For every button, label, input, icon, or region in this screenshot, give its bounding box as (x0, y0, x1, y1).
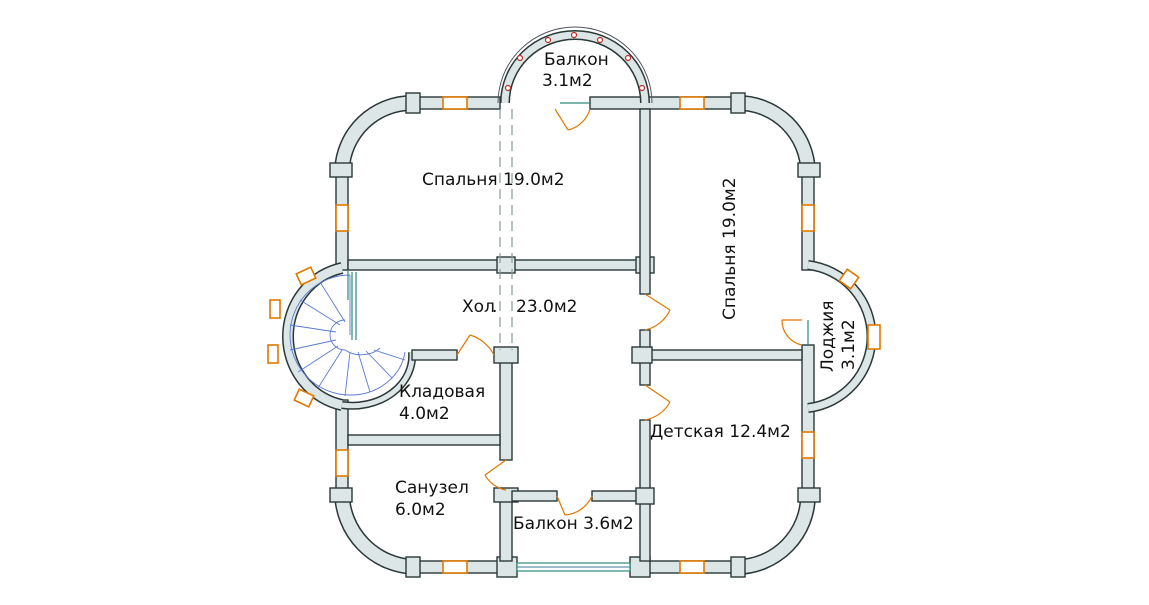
label-bathroom-name: Санузел (395, 478, 469, 498)
railing-post (624, 54, 632, 62)
window (679, 96, 705, 110)
pier (405, 556, 421, 578)
window (335, 449, 349, 477)
label-bedroom-e: Спальня 19.0м2 (720, 177, 740, 320)
wall-west-lower (335, 399, 349, 496)
railing-post (570, 31, 578, 39)
pier (797, 487, 821, 503)
pier (329, 162, 353, 178)
label-loggia-area: 3.1м2 (839, 319, 859, 370)
label-balcony-top-name: Балкон (544, 50, 609, 70)
spiral-stair (289, 274, 406, 397)
pier (405, 92, 421, 114)
pier (329, 487, 353, 503)
label-balcony-bottom: Балкон 3.6м2 (513, 514, 634, 534)
door-loggia (781, 319, 803, 346)
railing-post (638, 84, 646, 92)
pier (730, 556, 746, 578)
wall-storage-bottom (347, 434, 501, 446)
window (801, 204, 815, 232)
interior-walls (347, 108, 803, 562)
label-hall-area: 23.0м2 (516, 297, 578, 317)
railing-post (544, 36, 552, 44)
railing-post (516, 54, 524, 62)
dashed-lines (499, 109, 513, 350)
wall-bedroom-hall (347, 259, 641, 271)
railing-post (504, 84, 512, 92)
label-bedroom-nw: Спальня 19.0м2 (422, 170, 565, 190)
door-bedroom-e (644, 293, 671, 331)
pier (730, 92, 746, 114)
label-hall-name: Хол (462, 297, 495, 317)
doors (347, 108, 803, 516)
door-storage (456, 334, 495, 356)
label-bathroom-area: 6.0м2 (395, 500, 446, 520)
loggia-east (807, 260, 881, 413)
balcony-top (497, 26, 653, 104)
label-hall-separator: . (492, 297, 497, 317)
windows (335, 96, 815, 574)
window (801, 431, 815, 459)
label-storage-area: 4.0м2 (399, 404, 450, 424)
window (442, 96, 468, 110)
label-nursery: Детская 12.4м2 (650, 422, 791, 442)
door-balcony-top (554, 108, 591, 131)
wall-bedrooms-divider (639, 108, 651, 295)
wall-north-right (589, 96, 741, 110)
pier (797, 162, 821, 178)
label-loggia-name: Лоджия (818, 300, 838, 372)
wall-balcony-bottom-top-left (511, 490, 558, 502)
wall-east-lower (801, 344, 815, 496)
door-balcony-bottom (556, 495, 593, 516)
wall-hall-east (649, 349, 803, 361)
label-balcony-top-area: 3.1м2 (542, 71, 593, 91)
room-labels: Балкон 3.1м2 Спальня 19.0м2 Спальня 19.0… (395, 50, 859, 534)
stair-tower (267, 262, 417, 411)
window (442, 560, 468, 574)
label-storage-name: Кладовая (399, 382, 485, 402)
door-nursery (644, 384, 671, 421)
wall-storage-east (499, 349, 513, 461)
window (335, 204, 349, 232)
window (679, 560, 705, 574)
wall-balcony-bottom-top-right (591, 490, 641, 502)
door-bathroom (484, 459, 507, 491)
wall-storage-top (411, 349, 458, 361)
railing-post (596, 36, 604, 44)
